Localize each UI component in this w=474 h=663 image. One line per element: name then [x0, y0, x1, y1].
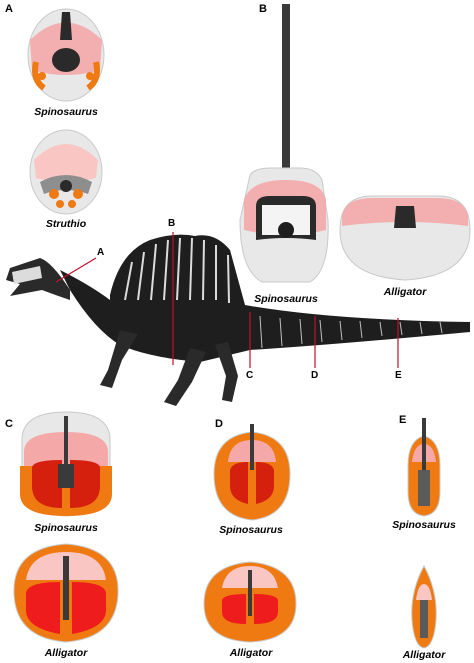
caption-a-struthio: Struthio	[45, 218, 87, 230]
section-label-b: B	[168, 218, 176, 229]
panel-letter-e: E	[399, 414, 407, 426]
panel-a-struthio-section	[29, 129, 103, 215]
section-label-a: A	[97, 247, 105, 258]
panel-a-spinosaurus-section	[27, 8, 105, 102]
caption-e-alligator: Alligator	[402, 649, 446, 661]
caption-a-spinosaurus: Spinosaurus	[34, 106, 98, 118]
panel-b-alligator-section	[339, 195, 471, 281]
section-label-d: D	[311, 370, 319, 381]
panel-e-alligator-section	[411, 564, 437, 649]
panel-e-spinosaurus-section	[407, 418, 441, 517]
spinosaurus-skeleton	[6, 234, 470, 406]
panel-d-alligator-section	[203, 561, 297, 643]
panel-letter-c: C	[5, 418, 13, 430]
panel-letter-d: D	[215, 418, 223, 430]
caption-e-spinosaurus: Spinosaurus	[392, 519, 456, 531]
caption-d-alligator: Alligator	[229, 647, 273, 659]
section-label-e: E	[395, 370, 402, 381]
caption-c-spinosaurus: Spinosaurus	[34, 522, 98, 534]
skeleton-section-lines	[55, 232, 399, 368]
panel-letter-b: B	[259, 3, 267, 15]
panel-c-alligator-section	[13, 543, 119, 643]
caption-b-alligator: Alligator	[383, 286, 427, 298]
caption-b-spinosaurus: Spinosaurus	[254, 293, 318, 305]
panel-b-spinosaurus-section	[239, 4, 329, 283]
section-label-c: C	[246, 370, 254, 381]
panel-d-spinosaurus-section	[213, 424, 291, 521]
section-line-a	[55, 257, 97, 283]
caption-d-spinosaurus: Spinosaurus	[219, 524, 283, 536]
panel-letter-a: A	[5, 3, 13, 15]
caption-c-alligator: Alligator	[44, 647, 88, 659]
panel-c-spinosaurus-section	[20, 411, 112, 517]
